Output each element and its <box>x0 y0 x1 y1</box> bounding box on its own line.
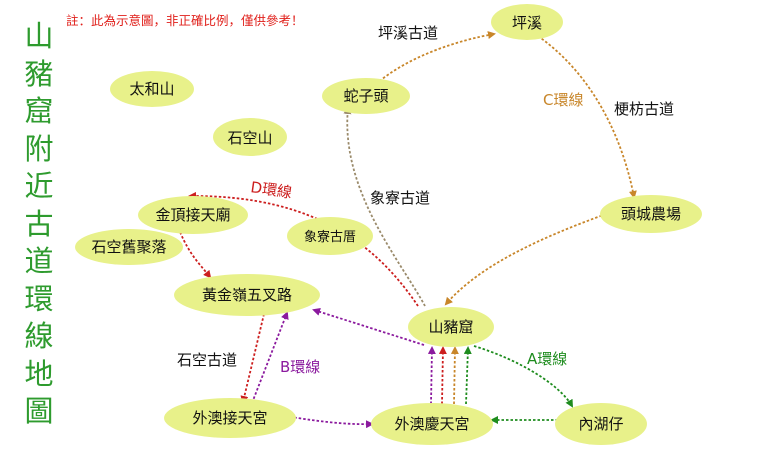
route-waiao-qing-to-shanzhu-purple <box>427 346 436 405</box>
route-shanzhu-to-neihu <box>473 345 573 408</box>
node-huangjin: 黃金嶺五叉路 <box>174 274 320 316</box>
route-huangjin-to-waiao-jietian <box>240 313 265 404</box>
route-shanzhu-to-shezi <box>343 106 426 307</box>
node-taihe: 太和山 <box>110 71 194 107</box>
route-shanzhu-to-huangjin <box>312 308 425 346</box>
node-label: 象寮古厝 <box>304 229 356 245</box>
node-label: 外澳慶天宮 <box>394 415 469 433</box>
node-label: 石空舊聚落 <box>91 238 166 256</box>
node-label: 蛇子頭 <box>343 87 388 105</box>
node-label: 內湖仔 <box>578 415 623 433</box>
loop-label-a: A環線 <box>527 350 567 368</box>
route-waiao-qing-to-shanzhu-red <box>438 346 447 405</box>
node-jinding: 金頂接天廟 <box>138 196 248 234</box>
node-label: 頭城農場 <box>621 205 681 223</box>
loop-label-c: C環線 <box>543 91 583 109</box>
node-waiao-qing: 外澳慶天宮 <box>371 403 493 445</box>
trail-label-shikong: 石空古道 <box>177 351 237 369</box>
route-waiao-jietian-to-waiao-qing <box>271 413 374 429</box>
node-label: 黃金嶺五叉路 <box>202 286 292 304</box>
node-label: 金頂接天廟 <box>155 206 230 224</box>
route-waiao-qing-to-shanzhu-green <box>463 346 472 405</box>
node-waiao-jietian: 外澳接天宮 <box>164 398 296 438</box>
node-label: 外澳接天宮 <box>192 409 267 427</box>
node-shikong-village: 石空舊聚落 <box>75 229 183 265</box>
loop-label-b: B環線 <box>280 358 320 376</box>
loop-label-d: D環線 <box>249 178 293 202</box>
node-label: 石空山 <box>227 129 272 147</box>
node-shezi: 蛇子頭 <box>322 78 410 114</box>
node-shanzhu: 山豬窟 <box>408 307 494 347</box>
route-toucheng-to-shanzhu <box>444 213 607 306</box>
node-shikong: 石空山 <box>213 118 287 156</box>
route-pingxi-to-toucheng <box>537 35 637 199</box>
node-xiangliao-cuo: 象寮古厝 <box>287 217 373 255</box>
map-title: 山豬窟附近古道環線地圖 <box>24 19 54 428</box>
trail-label-pingxi: 坪溪古道 <box>378 24 438 42</box>
route-waiao-qing-to-shanzhu-orange <box>450 346 459 405</box>
node-pingxi: 坪溪 <box>491 4 563 40</box>
node-label: 坪溪 <box>512 14 542 32</box>
route-jinding-to-huangjin <box>179 231 212 279</box>
node-label: 太和山 <box>129 80 174 98</box>
route-shezi-to-pingxi <box>375 31 496 85</box>
disclaimer-note: 註：此為示意圖，非正確比例，僅供參考！ <box>66 13 304 28</box>
node-neihu: 內湖仔 <box>555 403 647 445</box>
trail-label-xiangliao: 象寮古道 <box>370 189 430 207</box>
node-toucheng: 頭城農場 <box>600 195 702 233</box>
trail-label-gengfang: 梗枋古道 <box>614 100 674 118</box>
node-label: 山豬窟 <box>428 318 473 336</box>
